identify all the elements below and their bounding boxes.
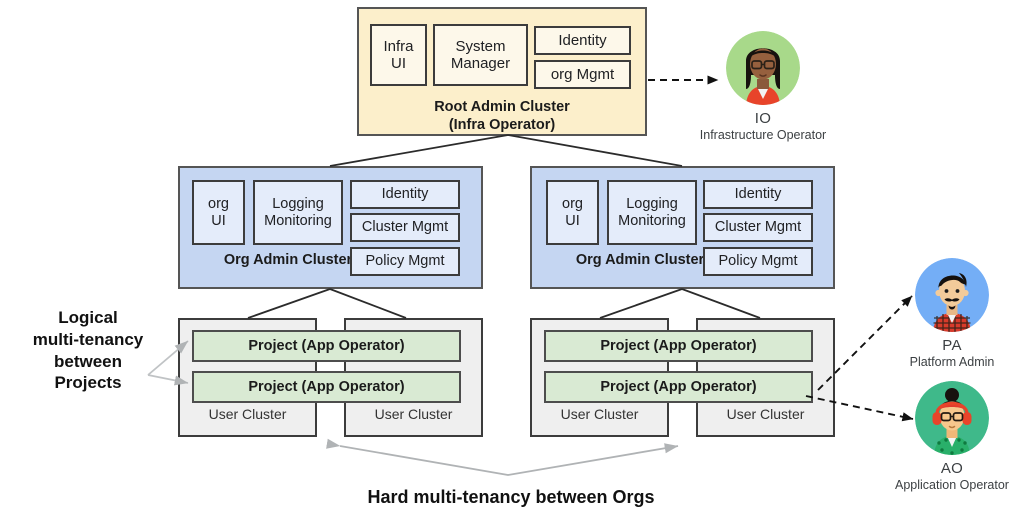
logical-label-line-2: multi-tenancy bbox=[32, 329, 144, 349]
org-left-org-ui-line-1: org bbox=[208, 195, 229, 212]
project-left-2: Project (App Operator) bbox=[192, 371, 461, 403]
project-left-1: Project (App Operator) bbox=[192, 330, 461, 362]
root-component-system-manager: System Manager bbox=[433, 24, 528, 86]
project-right-2: Project (App Operator) bbox=[544, 371, 813, 403]
logical-label-line-4: Projects bbox=[54, 373, 122, 393]
org-right-org-ui-line-1: org bbox=[562, 195, 583, 212]
ao-avatar bbox=[915, 381, 989, 455]
org-right-title: Org Admin Cluster bbox=[575, 252, 705, 268]
org-left-logging-line-2: Monitoring bbox=[264, 212, 332, 229]
org-right-logging-line-2: Monitoring bbox=[618, 212, 686, 229]
ao-role: Application Operator bbox=[895, 478, 1009, 492]
user-cluster-left-1-label: User Cluster bbox=[208, 406, 287, 422]
ao-initials: AO bbox=[940, 460, 964, 477]
org-left-component-cluster-mgmt: Cluster Mgmt bbox=[350, 213, 460, 242]
logical-label-line-1: Logical bbox=[58, 308, 118, 327]
pa-avatar bbox=[915, 258, 989, 332]
hard-multitenancy-label: Hard multi-tenancy between Orgs bbox=[367, 487, 655, 507]
user-cluster-right-1-label: User Cluster bbox=[560, 406, 639, 422]
persona-io: IO Infrastructure Operator bbox=[688, 31, 838, 142]
connector-orgright-to-uc2 bbox=[681, 288, 761, 319]
persona-ao: AO Application Operator bbox=[877, 381, 1022, 492]
pa-avatar-illustration bbox=[915, 258, 989, 332]
root-system-manager-line-1: System bbox=[455, 37, 506, 55]
org-right-component-identity: Identity bbox=[703, 180, 813, 209]
connector-root-to-org-left bbox=[329, 134, 509, 167]
pa-role: Platform Admin bbox=[909, 355, 995, 369]
root-infra-ui-line-2: UI bbox=[391, 55, 406, 72]
persona-pa: PA Platform Admin bbox=[877, 258, 1022, 369]
root-component-identity: Identity bbox=[534, 26, 631, 55]
org-right-org-ui-line-2: UI bbox=[565, 212, 580, 229]
io-avatar-illustration bbox=[726, 31, 800, 105]
io-role: Infrastructure Operator bbox=[699, 128, 827, 142]
user-cluster-left-2-label: User Cluster bbox=[374, 406, 453, 422]
arrow-logical-to-project-2 bbox=[147, 374, 189, 386]
root-title-line-1: Root Admin Cluster bbox=[434, 99, 570, 115]
project-right-1: Project (App Operator) bbox=[544, 330, 813, 362]
org-left-component-logging-monitoring: Logging Monitoring bbox=[253, 180, 343, 245]
connector-orgleft-to-uc1 bbox=[247, 288, 331, 319]
arrow-project-to-pa bbox=[817, 295, 913, 391]
connector-root-to-org-right bbox=[507, 134, 683, 167]
root-system-manager-line-2: Manager bbox=[450, 55, 511, 72]
ao-avatar-illustration bbox=[915, 381, 989, 455]
arrow-project-to-ao bbox=[805, 395, 914, 422]
logical-label-line-3: between bbox=[53, 351, 123, 371]
org-left-component-identity: Identity bbox=[350, 180, 460, 209]
org-right-component-cluster-mgmt: Cluster Mgmt bbox=[703, 213, 813, 242]
connector-orgright-to-uc1 bbox=[599, 288, 683, 319]
org-right-component-org-ui: org UI bbox=[546, 180, 599, 245]
org-right-logging-line-1: Logging bbox=[626, 195, 678, 212]
root-component-org-mgmt: org Mgmt bbox=[534, 60, 631, 89]
root-admin-cluster-title: Root Admin Cluster (Infra Operator) bbox=[359, 98, 645, 134]
root-component-infra-ui: Infra UI bbox=[370, 24, 427, 86]
org-left-component-policy-mgmt: Policy Mgmt bbox=[350, 247, 460, 276]
org-right-component-policy-mgmt: Policy Mgmt bbox=[703, 247, 813, 276]
org-left-logging-line-1: Logging bbox=[272, 195, 324, 212]
org-left-component-org-ui: org UI bbox=[192, 180, 245, 245]
root-title-line-2: (Infra Operator) bbox=[448, 117, 556, 134]
io-initials: IO bbox=[754, 110, 772, 127]
org-left-org-ui-line-2: UI bbox=[211, 212, 226, 229]
io-avatar bbox=[726, 31, 800, 105]
pa-initials: PA bbox=[942, 337, 962, 354]
logical-multitenancy-label: Logical multi-tenancy between Projects bbox=[18, 307, 158, 394]
org-right-component-logging-monitoring: Logging Monitoring bbox=[607, 180, 697, 245]
root-infra-ui-line-1: Infra bbox=[383, 37, 414, 55]
arrow-hard-multitenancy bbox=[326, 438, 679, 476]
org-left-title: Org Admin Cluster bbox=[223, 252, 353, 268]
user-cluster-right-2-label: User Cluster bbox=[726, 406, 805, 422]
arrow-logical-to-project-1 bbox=[147, 340, 189, 376]
connector-orgleft-to-uc2 bbox=[329, 288, 407, 319]
